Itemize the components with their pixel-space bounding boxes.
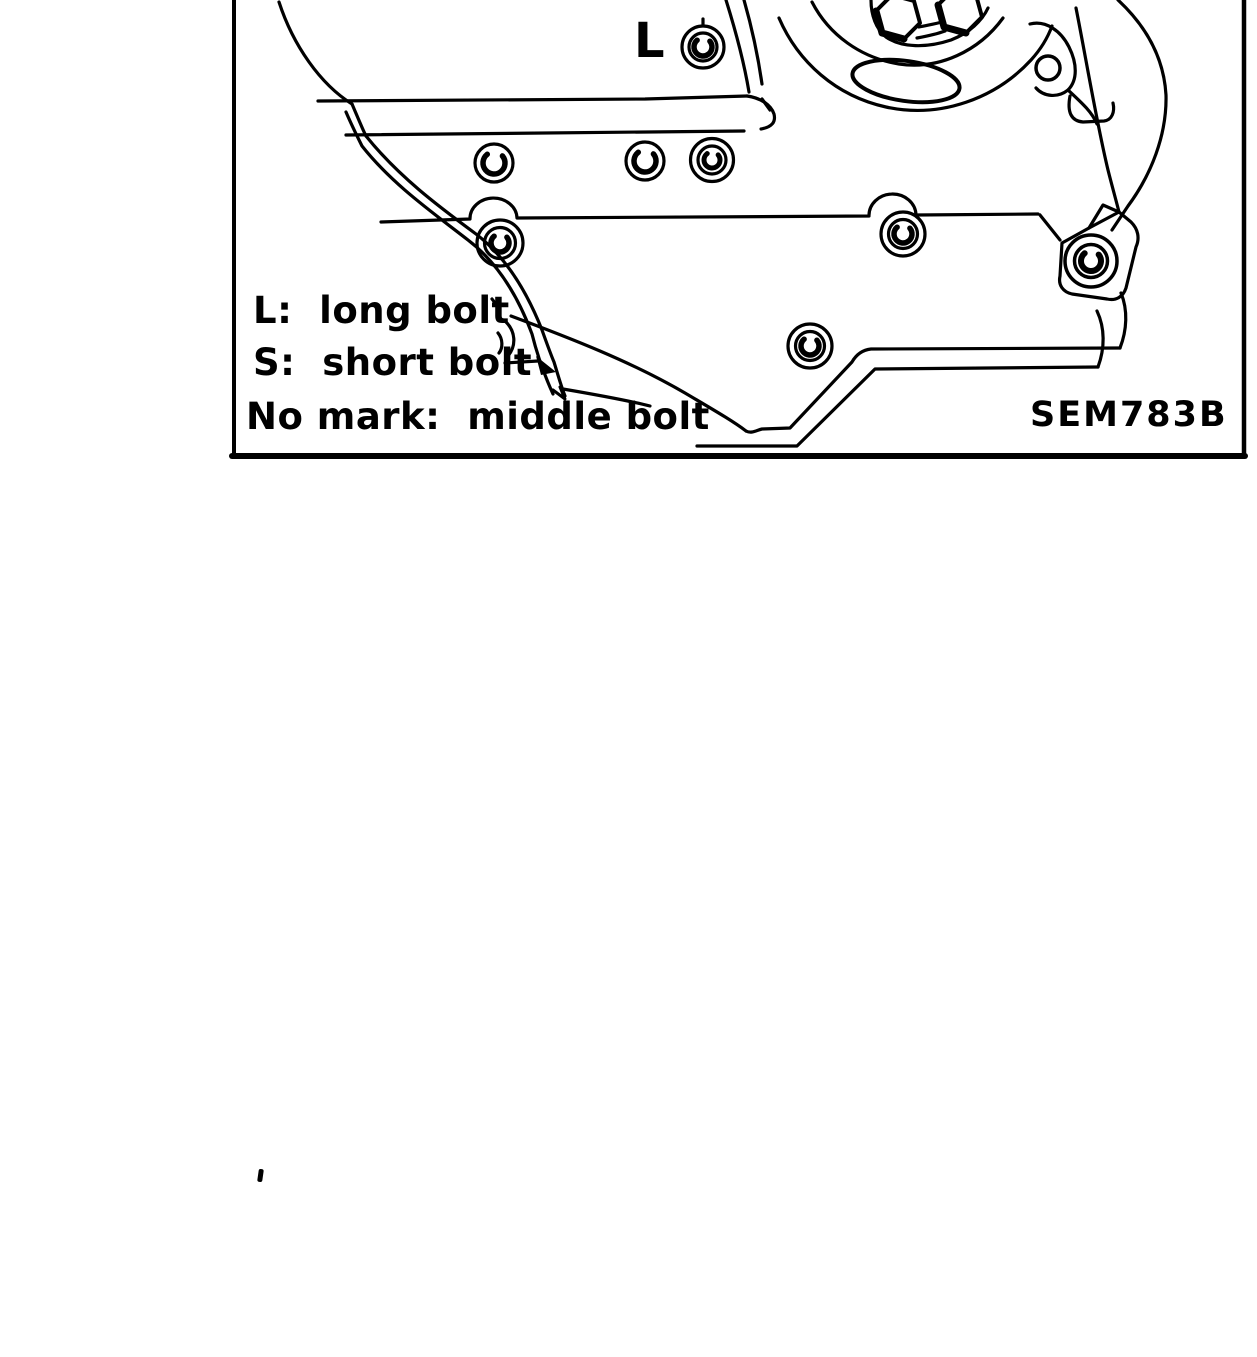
bolt-icon: [688, 136, 736, 184]
legend-line-long-bolt: L: long bolt: [253, 289, 510, 332]
slot-opening: [850, 57, 962, 105]
bolt-icon: [879, 210, 927, 258]
pump-housing: [777, 0, 1099, 126]
bolt-icon-long: [680, 17, 726, 70]
legend-line-middle-bolt: No mark: middle bolt: [246, 395, 710, 438]
timing-cover-line-art: [229, 0, 1248, 459]
hex-bolt-icon: [934, 0, 984, 37]
figure-frame: [229, 0, 1248, 459]
bolt-strap: [917, 20, 944, 29]
hex-bolt-icon: [872, 0, 922, 43]
small-hole: [1034, 54, 1062, 82]
bolt-icon: [473, 142, 515, 184]
cover-outline: [277, 0, 1128, 448]
long-bolt-point-label: L: [634, 13, 665, 69]
bolts: [473, 17, 1119, 370]
bolt-icon: [786, 322, 834, 370]
boss-lobe: [1028, 21, 1077, 97]
bolt-icon: [624, 140, 666, 182]
bolt-strap: [915, 29, 947, 40]
short-bolt-arrowhead: [536, 356, 556, 375]
legend-line-short-bolt: S: short bolt: [253, 341, 533, 384]
bolt-icon: [475, 218, 525, 268]
right-flange-band: [1038, 0, 1168, 302]
bolt-icon-corner-boss: [1063, 233, 1119, 289]
legend-leader-marks: [490, 297, 567, 401]
figure-code: SEM783B: [1030, 395, 1228, 435]
scan-speck: [257, 1168, 264, 1183]
short-bolt-leader-line: [503, 359, 540, 365]
